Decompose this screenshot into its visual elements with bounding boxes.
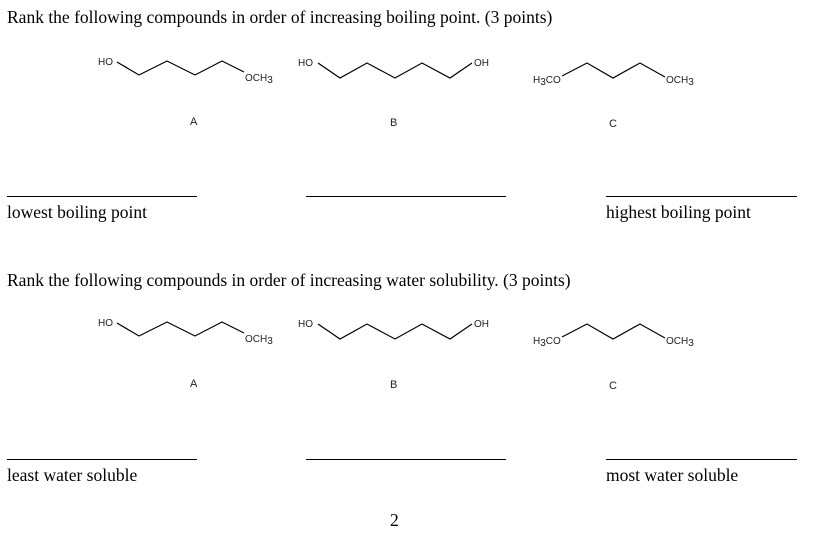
answer-blank-5[interactable]: [306, 459, 506, 460]
svg-text:HO: HO: [98, 318, 113, 329]
svg-text:OCH3: OCH3: [245, 73, 273, 86]
compound-b-structure: HO OH B: [298, 58, 489, 129]
svg-text:H3CO: H3CO: [533, 336, 561, 349]
compound-c-label: C: [609, 380, 617, 392]
question-1-structures: HO OCH3 A HO OH B H3CO OCH3 C: [98, 57, 694, 130]
svg-text:OCH3: OCH3: [245, 334, 273, 347]
compound-a-label: A: [190, 116, 198, 128]
svg-text:HO: HO: [298, 58, 313, 69]
svg-text:HO: HO: [98, 57, 113, 68]
most-soluble-caption: most water soluble: [606, 465, 739, 485]
highest-caption: highest boiling point: [606, 202, 751, 222]
question-1-prompt: Rank the following compounds in order of…: [7, 7, 553, 27]
page-number: 2: [390, 510, 399, 530]
svg-text:OH: OH: [474, 58, 489, 69]
svg-text:OCH3: OCH3: [666, 336, 694, 349]
lowest-caption: lowest boiling point: [7, 202, 147, 222]
least-soluble-caption: least water soluble: [7, 465, 138, 485]
answer-blank-1[interactable]: [7, 196, 197, 197]
svg-text:OH: OH: [474, 319, 489, 330]
compound-c-label: C: [609, 118, 617, 130]
answer-blank-4[interactable]: [7, 459, 197, 460]
answer-blank-2[interactable]: [306, 196, 506, 197]
compound-b-label: B: [390, 117, 397, 129]
compound-a-structure: HO OCH3 A: [98, 318, 273, 390]
question-2-structures: HO OCH3 A HO OH B H3CO OCH3 C: [98, 318, 694, 392]
answer-blank-6[interactable]: [606, 459, 797, 460]
svg-text:H3CO: H3CO: [533, 75, 561, 88]
compound-a-structure: HO OCH3 A: [98, 57, 273, 128]
compound-a-label: A: [190, 378, 198, 390]
question-2-prompt: Rank the following compounds in order of…: [7, 270, 571, 290]
compound-b-label: B: [390, 379, 397, 391]
compound-b-structure: HO OH B: [298, 319, 489, 391]
compound-c-structure: H3CO OCH3 C: [533, 323, 694, 392]
answer-blank-3[interactable]: [606, 196, 797, 197]
svg-text:HO: HO: [298, 319, 313, 330]
svg-text:OCH3: OCH3: [666, 75, 694, 88]
compound-c-structure: H3CO OCH3 C: [533, 62, 694, 130]
